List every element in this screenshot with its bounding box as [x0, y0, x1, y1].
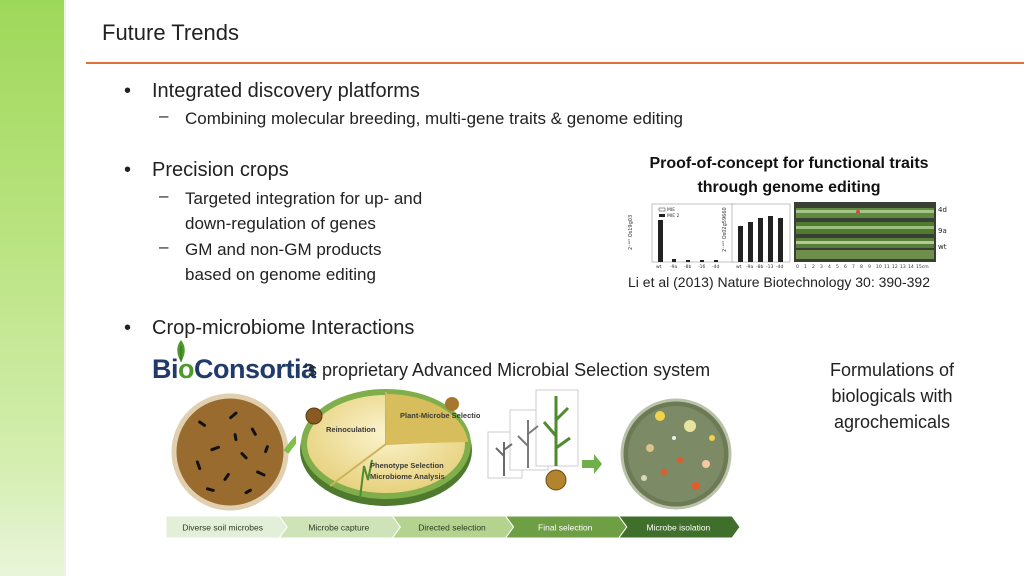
scale-tick: 12: [892, 264, 898, 270]
citation: Li et al (2013) Nature Biotechnology 30:…: [628, 274, 930, 290]
scale-tick: 3: [820, 264, 823, 270]
scale-tick: 0: [796, 264, 799, 270]
bar-chart-panel-a: MIE MIE 2 2⁻ᵃᶜᵗ Os19g03 wt -9a -8b -16 -…: [628, 203, 735, 270]
sub-bullet-text: GM and non-GM products: [185, 240, 382, 259]
pipeline-step-shape: [391, 516, 515, 538]
pipeline-step-shape: [618, 516, 741, 538]
sub-bullet-text: Targeted integration for up- and: [185, 189, 423, 208]
formulations-line: agrochemicals: [833, 412, 951, 432]
bullet-marker: •: [124, 80, 132, 102]
x-tick: -8b: [756, 264, 763, 270]
bullet-marker: •: [124, 317, 132, 339]
scale-tick: 2: [812, 264, 815, 270]
pipeline-step-label: Diverse soil microbes: [182, 523, 263, 533]
leaf-photo-panel: 4d 9a wt 0 1 2 3 4 5 6 7 8 9 10 11 12 13…: [794, 202, 947, 270]
pipeline-step-label: Final selection: [538, 523, 593, 533]
ams-cycle-diagram: Plant-Microbe Selection Reinoculation Ph…: [300, 389, 480, 506]
x-tick: -4d: [712, 264, 719, 270]
bullet-text: Precision crops: [152, 159, 289, 181]
microbe-isolation-dish: [620, 398, 732, 510]
x-tick: wt: [656, 264, 662, 270]
pipeline-step-label: Directed selection: [418, 523, 486, 533]
pipeline-step-label: Microbe isolation: [647, 523, 711, 533]
cycle-label-reinoculation: Reinoculation: [326, 425, 376, 434]
svg-text:2⁻ᵃᶜᵗ Os02g59660: 2⁻ᵃᶜᵗ Os02g59660: [722, 207, 728, 252]
soil-microbes-dish: [171, 393, 296, 511]
dash-marker: –: [159, 237, 169, 256]
pipeline-step-shape: [504, 516, 628, 538]
genome-editing-figure: MIE MIE 2 2⁻ᵃᶜᵗ Os19g03 wt -9a -8b -16 -…: [628, 202, 947, 270]
bioconsortia-logo: BioConsortia: [152, 340, 316, 388]
plant-growth-panels: [487, 389, 602, 491]
title-divider: [86, 62, 1024, 64]
proof-title-line: through genome editing: [697, 179, 881, 196]
slide-title: Future Trends: [102, 20, 239, 45]
sub-bullet-text: down-regulation of genes: [185, 214, 376, 233]
bioconsortia-tagline: ‘s proprietary Advanced Microbial Select…: [304, 360, 711, 380]
scale-tick: 10: [876, 264, 882, 270]
ams-pipeline-bar: Diverse soil microbes Microbe capture Dire…: [166, 516, 741, 538]
legend-label: MIE 2: [667, 213, 679, 219]
bullet-text: Integrated discovery platforms: [152, 80, 420, 102]
x-tick: -9a: [670, 264, 677, 270]
x-tick: -16: [698, 264, 705, 270]
scale-tick: 1: [804, 264, 807, 270]
scale-tick: 6: [844, 264, 847, 270]
svg-text:2⁻ᵃᶜᵗ Os19g03: 2⁻ᵃᶜᵗ Os19g03: [628, 215, 634, 250]
cycle-label-phenotype: Phenotype Selection: [370, 461, 444, 470]
sub-bullet-text: based on genome editing: [185, 265, 376, 284]
scale-tick: 11: [884, 264, 890, 270]
bullet-marker: •: [124, 159, 132, 181]
bullet-text: Crop-microbiome Interactions: [152, 317, 415, 339]
pipeline-step-shape: [278, 516, 402, 538]
pipeline-step-label: Microbe capture: [308, 523, 369, 533]
x-tick: -13: [766, 264, 773, 270]
proof-title-line: Proof-of-concept for functional traits: [649, 155, 929, 172]
x-tick: wt: [736, 264, 742, 270]
formulations-line: Formulations of: [829, 360, 955, 380]
leaf-label: wt: [938, 243, 947, 251]
dash-marker: –: [159, 106, 169, 125]
cycle-label-plant-microbe: Plant-Microbe Selection: [400, 411, 480, 420]
x-tick: -9a: [746, 264, 753, 270]
dash-marker: –: [159, 186, 169, 205]
scale-tick: 8: [860, 264, 863, 270]
leaf-icon: [177, 340, 185, 362]
scale-tick: 7: [852, 264, 855, 270]
scale-tick: 14: [908, 264, 914, 270]
logo-wordmark: BioConsortia: [152, 354, 316, 385]
leaf-label: 9a: [938, 227, 947, 235]
scale-tick: 4: [828, 264, 831, 270]
x-tick: -8b: [684, 264, 691, 270]
scale-tick: 5: [836, 264, 839, 270]
formulations-caption: Formulations of biologicals with agroche…: [812, 357, 972, 435]
logo-o: o: [178, 354, 195, 384]
proof-figure-title: Proof-of-concept for functional traits t…: [630, 152, 948, 200]
formulations-line: biologicals with: [831, 386, 953, 406]
legend-label: MIE: [667, 207, 675, 213]
bar-chart-panel-b: 2⁻ᵃᶜᵗ Os02g59660 wt -9a -8b -13 -4d: [722, 203, 791, 270]
scale-tick: 15cm: [916, 264, 929, 270]
logo-prefix: Bi: [152, 354, 179, 384]
decorative-side-bar: [0, 0, 66, 576]
scale-tick: 9: [868, 264, 871, 270]
x-tick: -4d: [776, 264, 783, 270]
logo-suffix: Consortia: [194, 354, 316, 384]
scale-tick: 13: [900, 264, 906, 270]
cycle-label-microbiome: Microbiome Analysis: [370, 472, 445, 481]
leaf-label: 4d: [938, 206, 947, 214]
sub-bullet-text: Combining molecular breeding, multi-gene…: [185, 109, 683, 128]
